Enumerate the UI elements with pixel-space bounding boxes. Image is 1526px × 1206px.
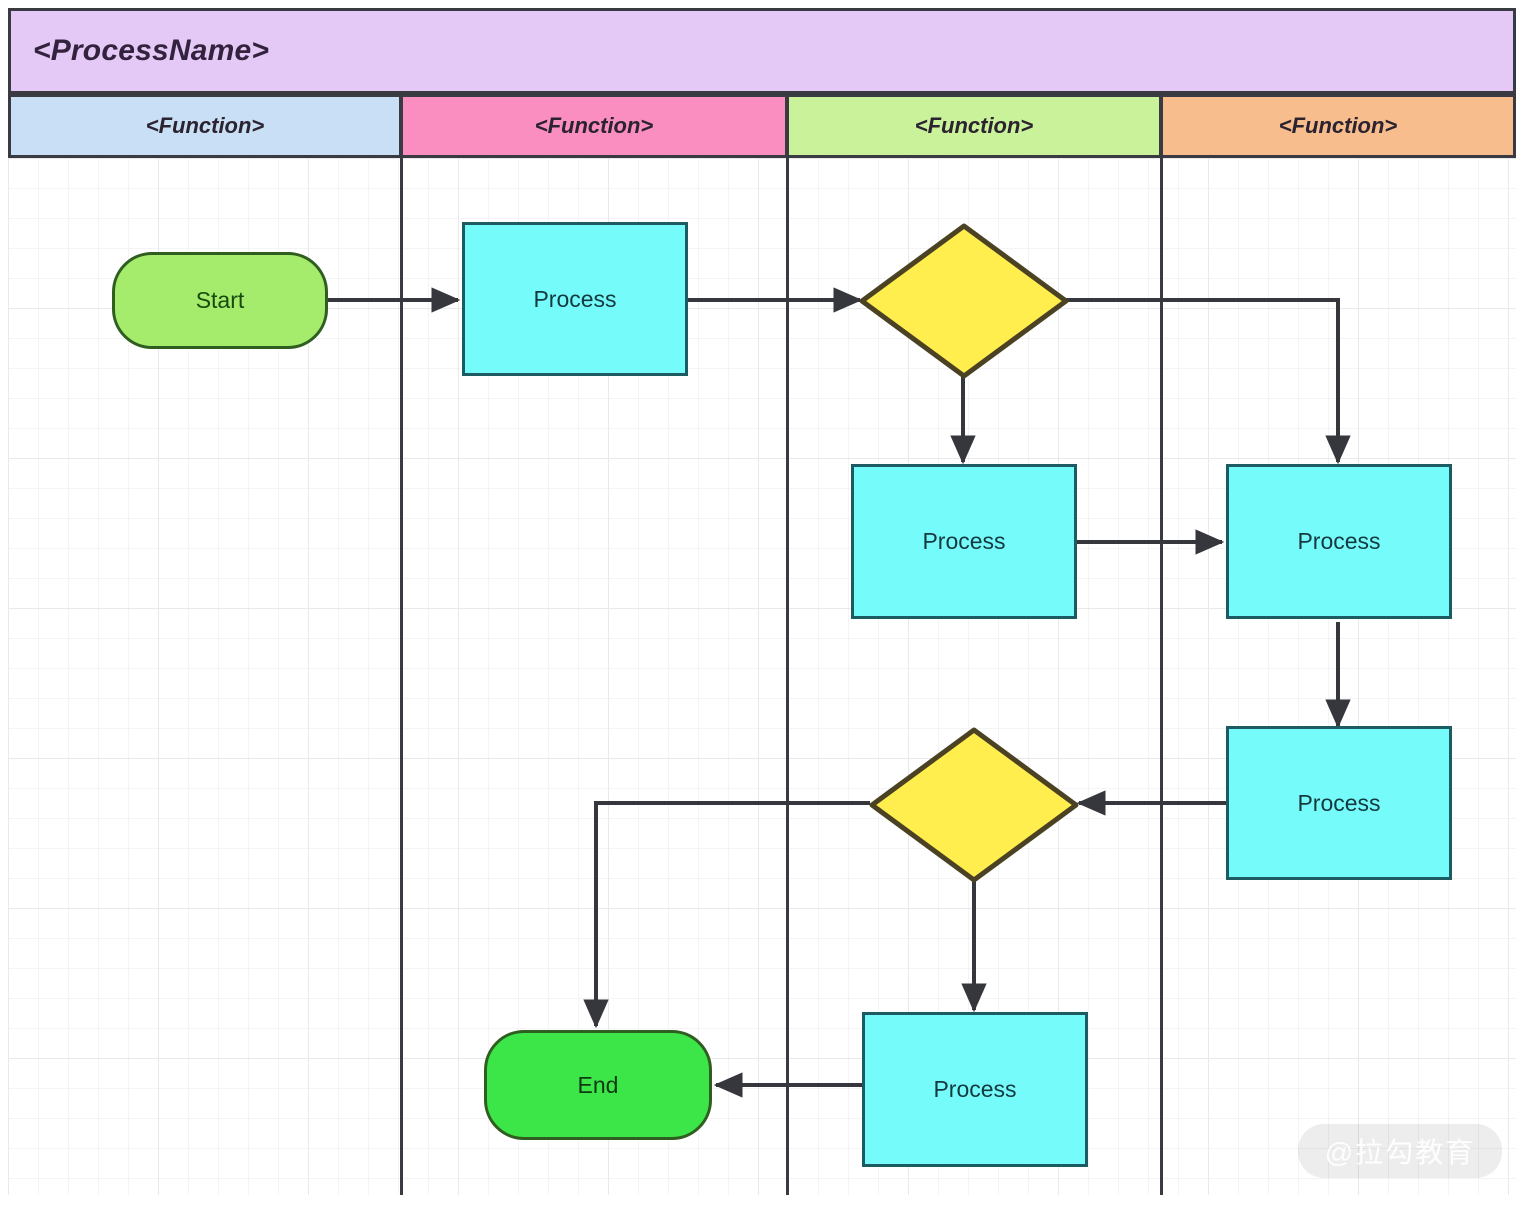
node-decision1-shape (859, 223, 1069, 379)
node-start[interactable]: Start (112, 252, 328, 349)
node-process4[interactable]: Process (1226, 726, 1452, 880)
node-decision1[interactable] (858, 222, 1070, 380)
pool-title-bar[interactable]: <ProcessName> (8, 8, 1516, 94)
lane-header-2[interactable]: <Function> (786, 94, 1162, 158)
lane-header-3[interactable]: <Function> (1160, 94, 1516, 158)
node-decision2-shape (869, 727, 1079, 883)
node-end[interactable]: End (484, 1030, 712, 1140)
lane-header-label-0: <Function> (145, 113, 265, 138)
node-process4-label: Process (1297, 789, 1381, 816)
lane-divider-0 (400, 158, 403, 1195)
watermark-label: @拉勾教育 (1324, 1137, 1476, 1168)
node-process2[interactable]: Process (851, 464, 1077, 619)
pool-title-label: <ProcessName> (33, 34, 270, 67)
node-process1[interactable]: Process (462, 222, 688, 376)
node-process3[interactable]: Process (1226, 464, 1452, 619)
lane-header-label-2: <Function> (914, 113, 1034, 138)
node-decision2[interactable] (868, 726, 1080, 884)
node-end-label: End (577, 1071, 619, 1098)
node-process2-label: Process (922, 528, 1006, 554)
watermark: @拉勾教育 (1298, 1124, 1502, 1178)
lane-header-label-1: <Function> (534, 113, 654, 138)
lane-header-0[interactable]: <Function> (8, 94, 402, 158)
node-process5-label: Process (933, 1076, 1017, 1102)
node-process5[interactable]: Process (862, 1012, 1088, 1167)
lane-header-label-3: <Function> (1278, 113, 1398, 138)
node-start-label: Start (195, 287, 245, 313)
lane-header-1[interactable]: <Function> (400, 94, 788, 158)
node-process1-label: Process (533, 285, 617, 312)
node-process3-label: Process (1297, 528, 1381, 554)
lane-divider-2 (1160, 158, 1163, 1195)
lane-divider-1 (786, 158, 789, 1195)
